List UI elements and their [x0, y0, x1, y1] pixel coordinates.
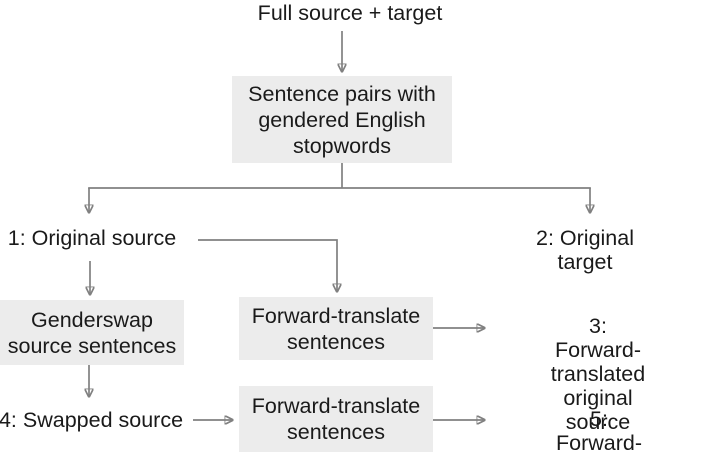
box-forward-translate-1: Forward-translate sentences: [239, 297, 433, 360]
node-original-source: 1: Original source: [7, 226, 177, 250]
node-forward-translated-original: 3: Forward-translated original source: [550, 314, 646, 434]
box-genderswap: Genderswap source sentences: [0, 300, 184, 365]
arrow-original-source-to-forward-translate-1: [198, 239, 337, 292]
box-forward-translate-2: Forward-translate sentences: [239, 386, 433, 452]
node-full-source: Full source + target: [257, 1, 443, 25]
node-swapped-source: 4: Swapped source: [0, 408, 184, 432]
box-sentence-pairs: Sentence pairs with gendered English sto…: [232, 76, 452, 163]
node-forward-translated-swapped: 5: Forward-translated swapped source: [552, 407, 646, 456]
node-original-target: 2: Original target: [536, 226, 634, 274]
